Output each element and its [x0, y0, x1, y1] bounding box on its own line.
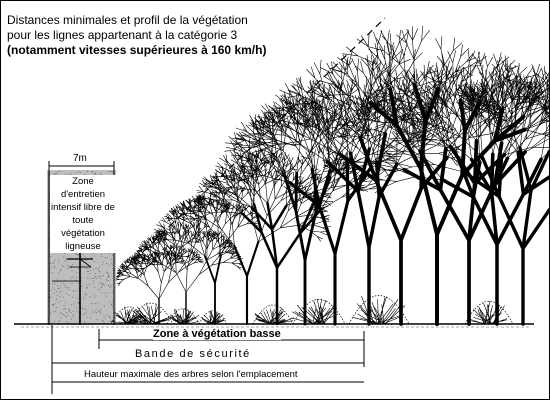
tree-branches [132, 220, 244, 293]
low-vegetation-zone-label: Zone à végétation basse [153, 328, 281, 340]
shrub-stems [352, 295, 406, 325]
dimension-7m [48, 161, 115, 173]
tree-branches [153, 194, 259, 257]
ground-line [14, 323, 534, 328]
tree-profile-illustration [110, 25, 549, 326]
shrub-5 [252, 304, 295, 325]
shrub-outline [198, 310, 228, 325]
maintenance-zone-width-label: 7m [73, 153, 87, 164]
tree-branches [192, 144, 378, 223]
shrub-8 [464, 300, 514, 325]
shrub-outline [464, 300, 514, 325]
tree-5 [192, 144, 378, 326]
tree-trunk [233, 240, 260, 326]
tree-1 [115, 244, 204, 325]
maintenance-zone-label: Zone d'entretien intensif libre de toute… [50, 175, 116, 253]
tree-branches [115, 244, 204, 300]
title-line-3: (notamment vitesses supérieures à 160 km… [7, 43, 267, 57]
shrub-4 [198, 310, 228, 325]
shrub-7 [348, 295, 410, 325]
tree-trunk [241, 201, 323, 326]
shrub-6 [291, 298, 346, 325]
tree-branches [383, 64, 549, 177]
shrub-stems [467, 300, 508, 325]
title-line-1: Distances minimales et profil de la végé… [7, 13, 248, 27]
shrub-outline [292, 298, 346, 325]
tree-trunk [462, 146, 549, 326]
tree-2 [132, 220, 244, 325]
shrub-stems [130, 302, 176, 325]
shrub-outline [252, 304, 294, 325]
shrub-outline [348, 295, 410, 325]
tree-trunk [204, 254, 222, 325]
tree-13 [383, 64, 549, 326]
band-dimension-lines [51, 325, 365, 394]
catenary-mast [52, 247, 93, 325]
safety-strip-label: Bande de sécurité [135, 348, 251, 360]
title-line-2: pour les lignes appartenant à la catégor… [7, 28, 238, 42]
shrub-stems [200, 310, 226, 325]
shrub-stems [291, 298, 339, 325]
max-tree-height-label: Hauteur maximale des arbres selon l'empl… [84, 369, 298, 380]
